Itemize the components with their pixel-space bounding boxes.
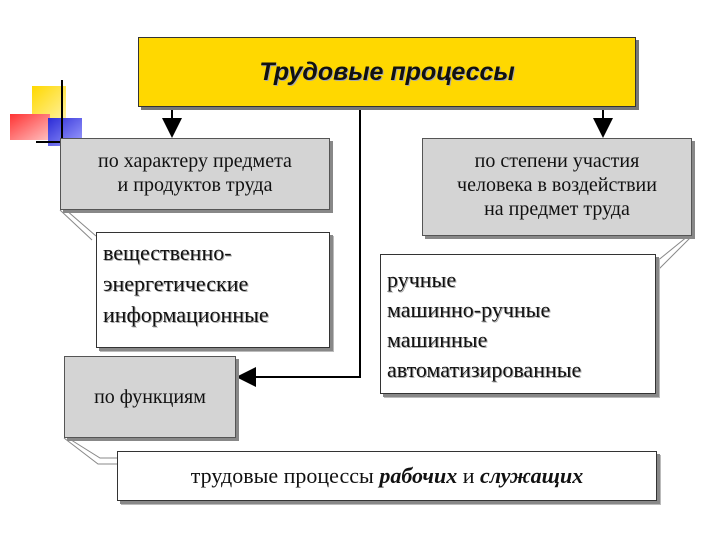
right-type-item: ручные — [387, 267, 457, 292]
right-type-item: машинные — [387, 327, 488, 352]
bottom-box: трудовые процессы рабочих и служащих — [117, 451, 657, 501]
left-category-line-2: и продуктов труда — [117, 174, 273, 196]
left-type-item: энергетические — [103, 271, 249, 296]
left-type-item: информационные — [103, 302, 269, 327]
diagram-title: Трудовые процессы — [259, 57, 515, 86]
function-category-box: по функциям — [64, 356, 236, 438]
left-category-line-1: по характеру предмета — [98, 150, 292, 172]
right-type-item: машинно-ручные — [387, 297, 551, 322]
bottom-employees: служащих — [480, 463, 584, 488]
bottom-and: и — [457, 463, 480, 488]
right-types-box: ручные машинно-ручные машинные автоматиз… — [380, 254, 656, 394]
bottom-workers: рабочих — [379, 463, 458, 488]
bottom-prefix: трудовые процессы — [190, 463, 380, 488]
right-type-item: автоматизированные — [387, 357, 582, 382]
right-category-line-1: по степени участия — [474, 150, 640, 172]
left-types-box: вещественно- энергетические информационн… — [96, 232, 330, 348]
left-type-item: вещественно- — [103, 240, 232, 265]
logo-squares-icon — [10, 80, 90, 158]
function-category-label: по функциям — [94, 386, 206, 408]
title-box: Трудовые процессы — [138, 37, 636, 107]
arrow-to-function-category — [236, 107, 361, 387]
left-category-box: по характеру предмета и продуктов труда — [60, 138, 330, 210]
right-category-line-2: человека в воздействии — [457, 174, 657, 196]
decorative-logo — [10, 80, 100, 170]
right-category-box: по степени участия человека в воздействи… — [422, 138, 692, 236]
right-category-line-3: на предмет труда — [484, 198, 630, 220]
bottom-text: трудовые процессы рабочих и служащих — [191, 463, 583, 489]
